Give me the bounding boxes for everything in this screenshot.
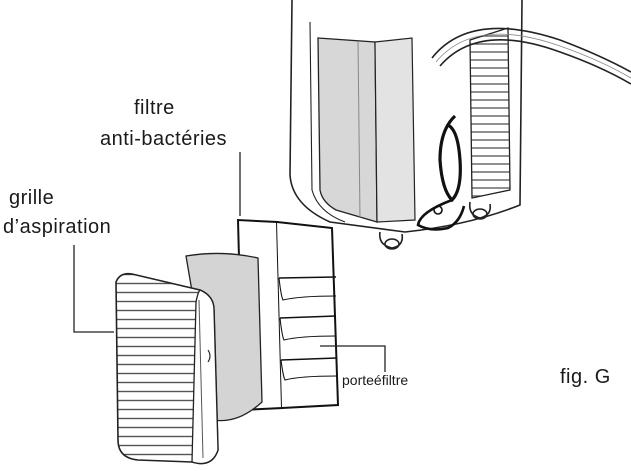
filter-label-line1: filtre (134, 97, 175, 119)
intake-grille (115, 272, 219, 465)
grille-label-line1: grille (9, 187, 55, 209)
figure-label: fig. G (560, 366, 611, 388)
grille-label-line2: d’aspiration (3, 216, 112, 238)
filter-label-line2: anti-bactéries (100, 128, 228, 150)
filter-holder-label: porteéfiltre (342, 372, 409, 388)
air-conditioner-unit (289, 0, 631, 250)
label-leader-lines (73, 152, 386, 372)
